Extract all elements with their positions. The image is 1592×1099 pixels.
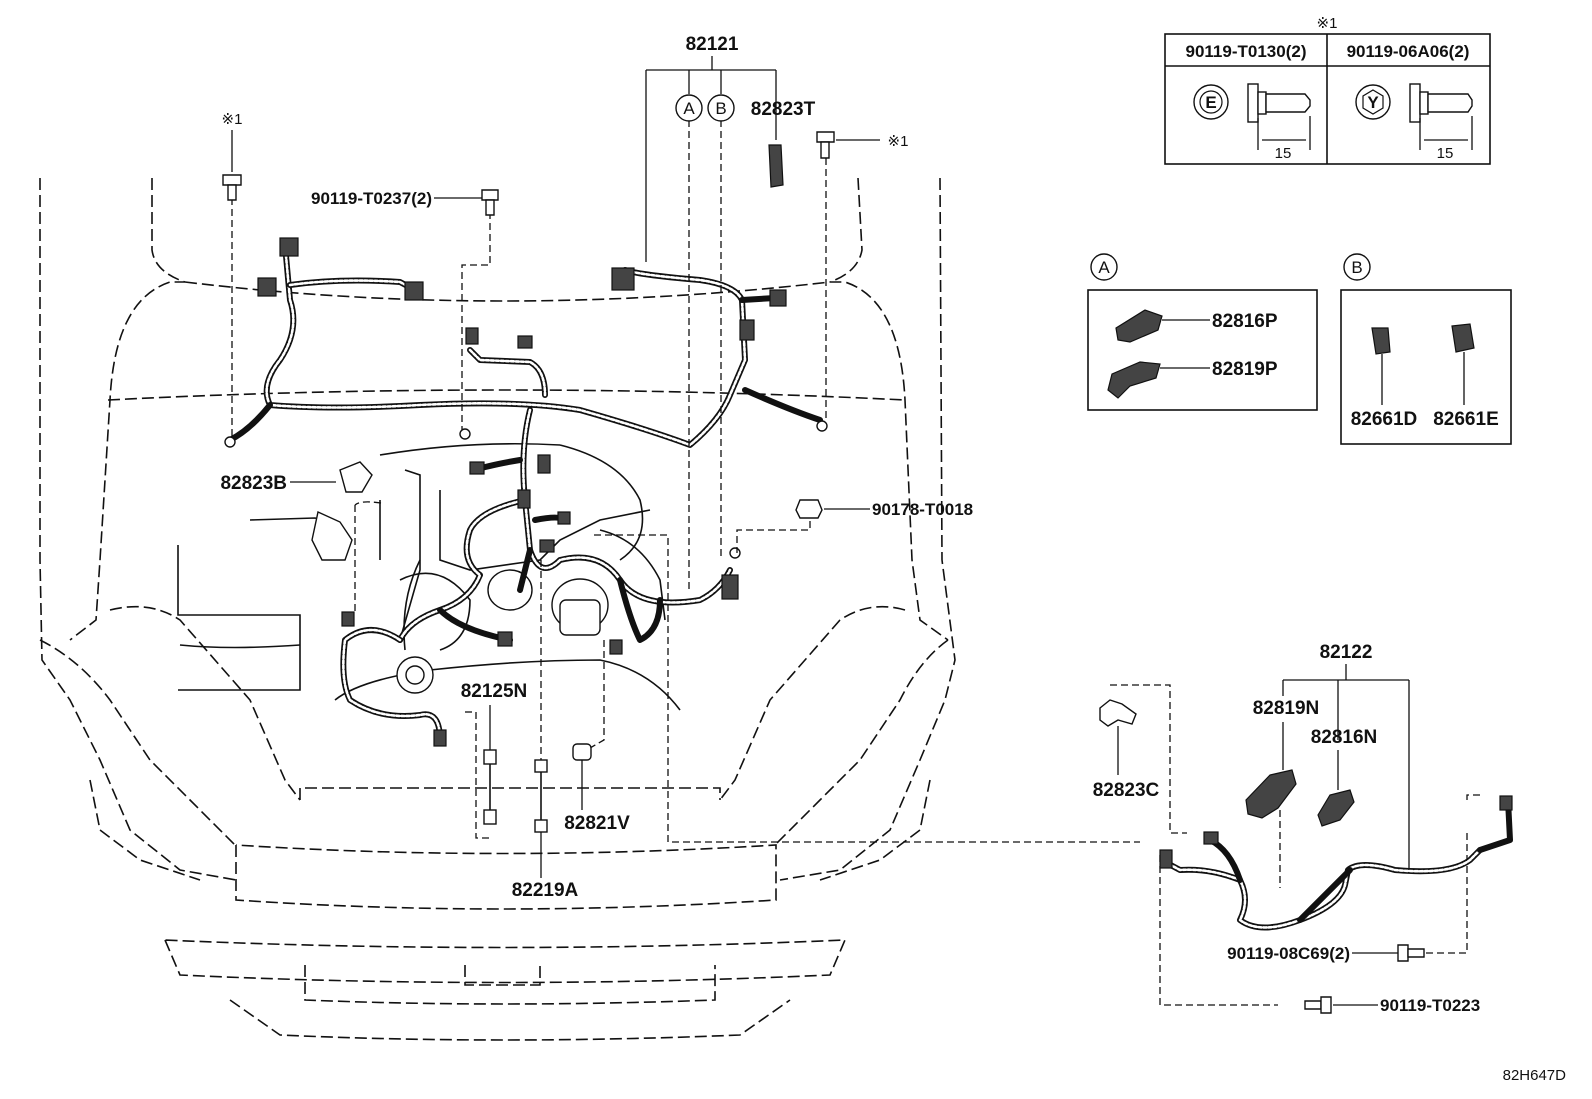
holder-82661D-icon [1371,327,1391,355]
label-90119-T0237: 90119-T0237(2) [311,189,432,208]
circle-marker-B [707,94,735,122]
ground-terminal [459,428,471,440]
label-90119-T0223: 90119-T0223 [1380,996,1480,1015]
connector [539,539,555,553]
connector [497,631,513,647]
clamp-82823C-icon [1099,699,1137,727]
connector [257,277,277,297]
connector [341,611,355,627]
engine-callouts: 82823B 90178-T0018 82125N 82219A 82821V [220,461,973,901]
connector [1203,831,1219,845]
marker-A-text: A [683,99,695,118]
intake-duct [311,511,353,561]
label-82823C: 82823C [1093,780,1160,801]
label-82819N: 82819N [1253,698,1320,719]
connector [279,237,299,257]
bolt-length-1: 15 [1275,145,1292,162]
relay-82821V-icon [572,743,592,761]
engine-bay [177,442,681,711]
connector [517,335,533,349]
label-82816N: 82816N [1311,727,1378,748]
bolt-side-icon: 15 [1409,83,1473,162]
sub-wire-harness: 82122 82819N 82816N 82823C 90119-08C69(2… [1093,642,1513,1015]
holder-82661E-icon [1451,323,1475,353]
label-82823T: 82823T [751,99,816,120]
detail-B-frame [1340,289,1512,445]
bolt-icon [481,189,499,216]
note-mark-right: ※1 [888,133,909,150]
label-82121: 82121 [686,34,739,55]
ground-terminal [729,547,741,559]
table-header-1: 90119-T0130(2) [1186,42,1307,61]
detail-B-key: B [1351,258,1362,277]
ground-terminal [224,436,236,448]
connector [465,327,479,345]
connector [1499,795,1513,811]
detail-B: B 82661D 82661E [1340,253,1512,445]
connector [537,454,551,474]
connector [469,461,485,475]
clip-82823B-icon [339,461,373,493]
connector [769,289,787,307]
label-82819P: 82819P [1212,359,1278,380]
label-82821V: 82821V [564,813,630,834]
label-82823B: 82823B [220,473,287,494]
label-90178-T0018: 90178-T0018 [872,500,973,519]
bolt-E-head-icon: E [1193,84,1229,120]
bolt-spec-table: ※1 90119-T0130(2) 90119-06A06(2) E 15 Y [1164,15,1491,165]
head-mark-E: E [1205,93,1216,112]
bolt-icon [1304,996,1332,1014]
protector-82819P-icon [1107,361,1161,399]
connector [739,319,755,341]
connector [1159,849,1173,869]
marker-B-text: B [715,99,726,118]
fuse-82125N-icon [483,749,497,825]
bolt-side-icon: 15 [1247,83,1311,162]
table-note-mark: ※1 [1317,15,1338,32]
protector-82816P-icon [1115,309,1163,343]
bolt-icon [222,174,242,201]
connector [557,511,571,525]
table-header-2: 90119-06A06(2) [1347,42,1470,61]
connector [609,639,623,655]
bolt-icon [1397,944,1425,962]
bolt-Y-head-icon: Y [1355,84,1391,120]
main-wire-harness [224,237,828,747]
clip-82823T-icon [768,144,784,188]
head-mark-Y: Y [1367,93,1379,112]
label-82219A: 82219A [512,880,579,901]
connector [517,489,531,509]
connector [404,281,424,301]
top-fasteners: ※1 90119-T0237(2) ※1 [222,111,909,216]
connector [611,267,635,291]
callout-82121: 82121 A B 82823T [645,34,816,262]
label-82661D: 82661D [1351,409,1418,430]
drawing-code: 82H647D [1503,1067,1567,1084]
fuse-82219A-icon [534,759,548,833]
label-82816P: 82816P [1212,311,1278,332]
reference-lines [231,120,1480,1006]
bolt-icon [816,131,835,159]
nut-icon [795,499,823,519]
circle-marker-A [675,94,703,122]
ground-terminal [816,420,828,432]
connector [721,574,739,600]
note-mark-left: ※1 [222,111,243,128]
label-82122: 82122 [1320,642,1373,663]
label-90119-08C69: 90119-08C69(2) [1227,944,1350,963]
protector-82816N-icon [1317,789,1355,827]
label-82661E: 82661E [1433,409,1499,430]
vehicle-body-outline [39,177,956,1041]
protector-82819N-icon [1245,769,1297,819]
label-82125N: 82125N [461,681,528,702]
connector [433,729,447,747]
detail-A-key: A [1098,258,1110,277]
bolt-length-2: 15 [1437,145,1454,162]
detail-A: A 82816P 82819P [1087,253,1318,411]
